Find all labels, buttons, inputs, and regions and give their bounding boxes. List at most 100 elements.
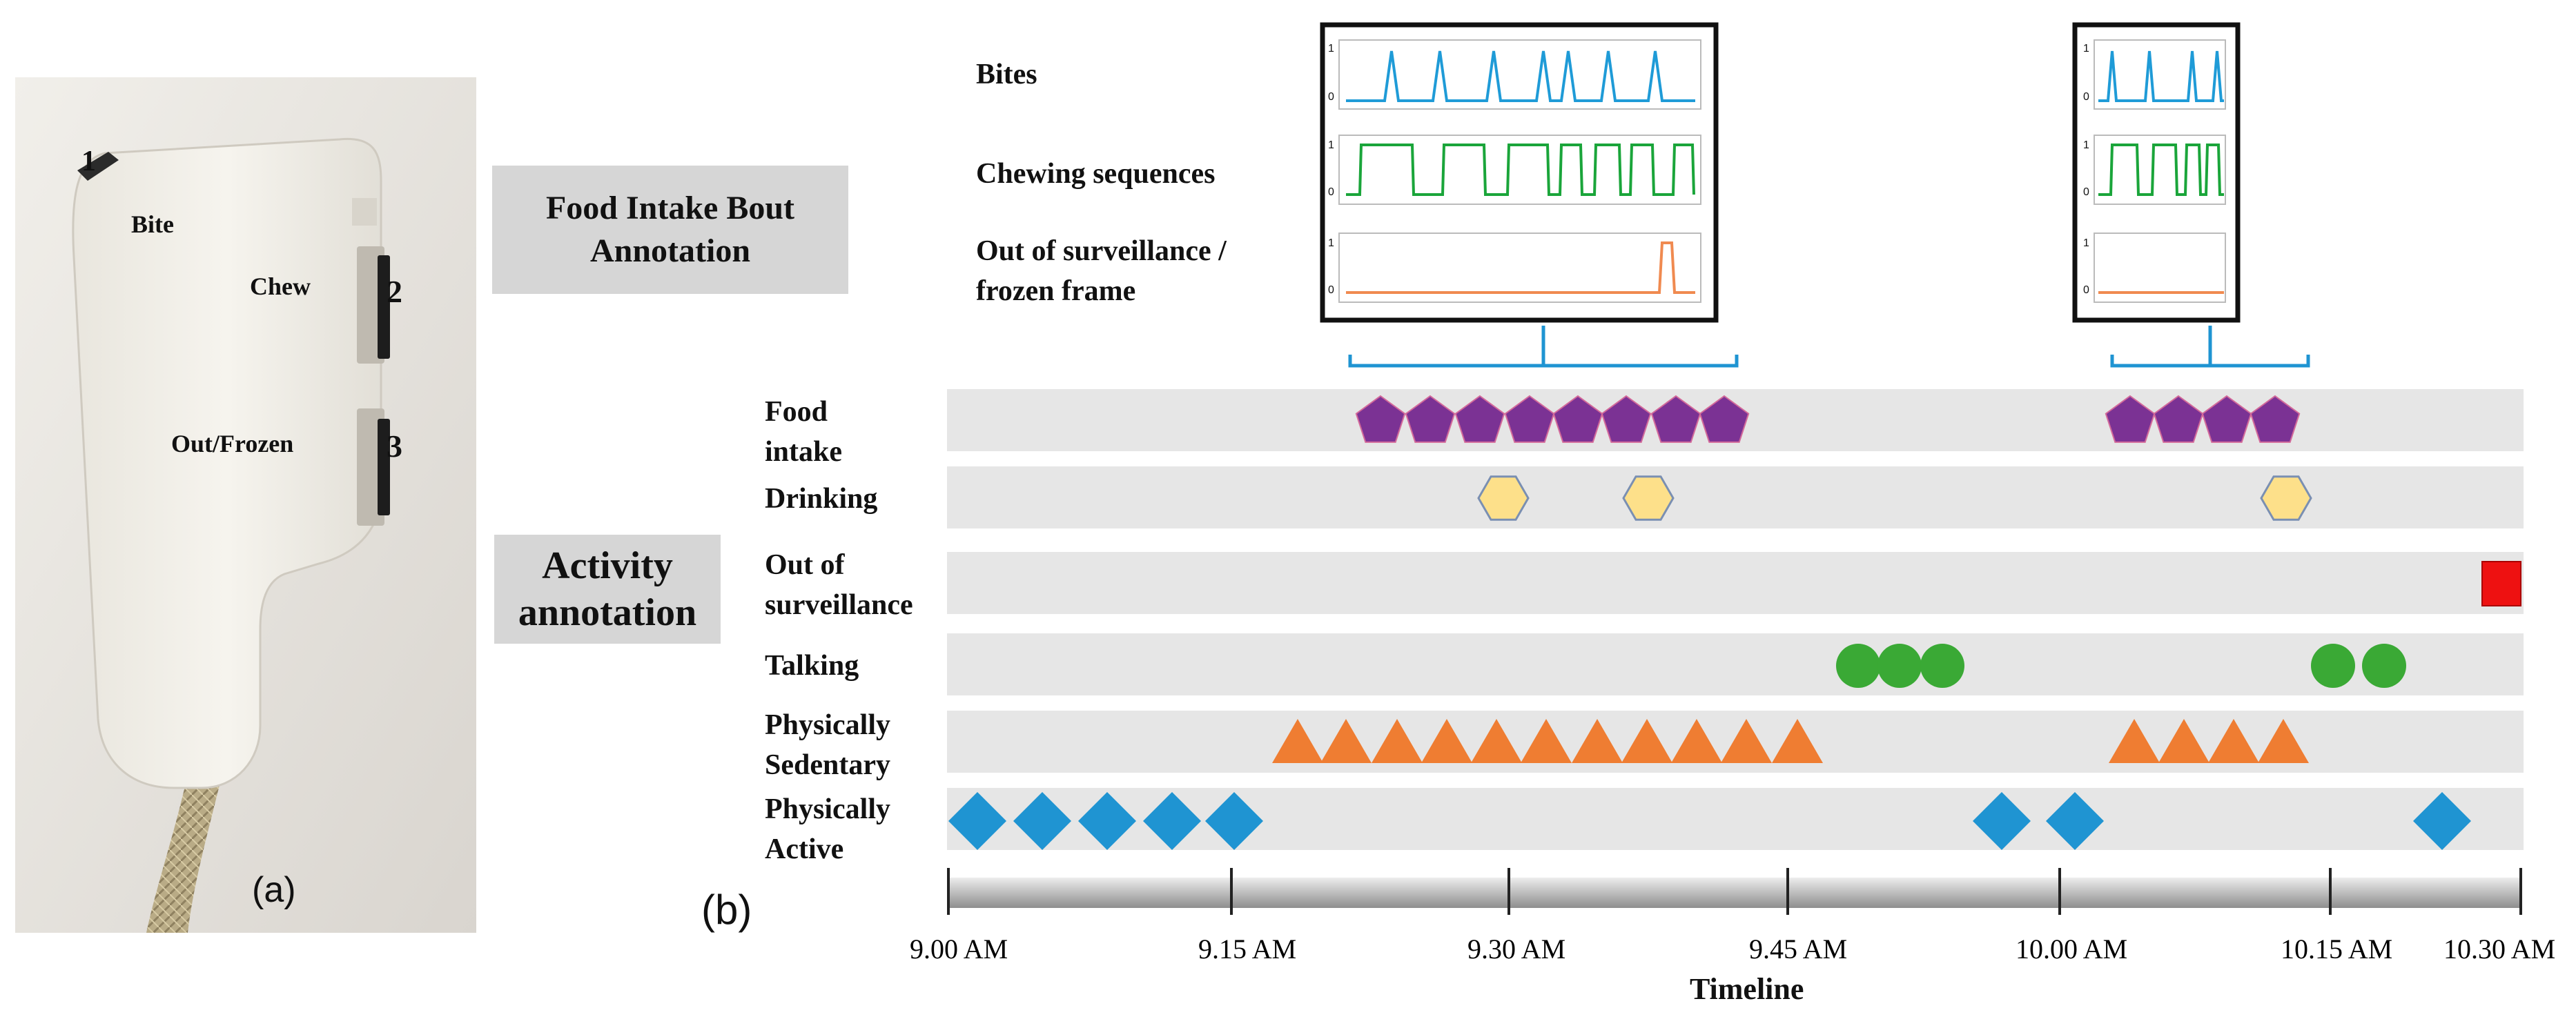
active-marker [2046, 792, 2104, 850]
device-photo: 1 Bite Chew 2 Out/Frozen 3 (a) [15, 77, 476, 933]
sedentary-marker [1621, 719, 1672, 763]
tick-label-0915: 9.15 AM [1198, 933, 1297, 965]
mini-axis-3-top: 1 [1328, 237, 1334, 249]
bracket-2 [2110, 326, 2310, 368]
out-frozen-button [378, 419, 390, 515]
timeline-axis-title: Timeline [1690, 972, 1804, 1006]
activity-markers [948, 395, 2521, 850]
activity-annotation-box: Activity annotation [494, 535, 721, 644]
sedentary-marker [1772, 719, 1823, 763]
chew-number: 2 [387, 274, 402, 309]
row-label-active-1: Physically [765, 793, 891, 825]
out-signal-1 [1346, 241, 1695, 294]
food-intake-bout-title: Food Intake Bout Annotation [545, 190, 795, 269]
cable [146, 774, 222, 933]
food-intake-marker [1552, 395, 1603, 443]
tick-label-1030: 10.30 AM [2443, 933, 2556, 965]
row-label-out-of-surveillance: Out of surveillance [765, 545, 913, 625]
bite-label: Bite [131, 210, 174, 238]
annotation-device-illustration [15, 77, 476, 933]
row-label-talking: Talking [765, 646, 859, 686]
talking-marker [1920, 644, 1964, 688]
out-frozen-label: Out/Frozen [171, 430, 294, 457]
mini-axis-6-top: 1 [2083, 237, 2089, 249]
row-label-active: Physically Active [765, 789, 890, 869]
panel-a-caption: (a) [252, 870, 296, 910]
row-label-sedentary-1: Physically [765, 709, 891, 741]
bites-signal-2 [2098, 50, 2224, 102]
chewing-signal-1 [1346, 144, 1695, 196]
row-bands [947, 389, 2524, 850]
inset-signal-box-1 [1320, 22, 1719, 323]
active-marker [948, 792, 1006, 850]
active-marker [2413, 792, 2471, 850]
food-intake-marker [2201, 395, 2252, 443]
mini-axis-5-bottom: 0 [2083, 186, 2089, 198]
sedentary-marker [1721, 719, 1772, 763]
timeline-ticks [947, 868, 2522, 915]
out-frozen-number: 3 [387, 428, 402, 464]
row-label-sedentary-2: Sedentary [765, 749, 890, 781]
activity-annotation-title: Activity annotation [518, 544, 697, 634]
tick-label-0900: 9.00 AM [910, 933, 1008, 965]
sedentary-marker [1572, 719, 1623, 763]
active-marker [1013, 792, 1071, 850]
bracket-1 [1348, 326, 1739, 368]
sedentary-marker [1521, 719, 1572, 763]
row-label-talking-1: Talking [765, 650, 859, 682]
row-label-food-intake: Food intake [765, 392, 842, 472]
sedentary-marker [1671, 719, 1722, 763]
signal-label-out-2: frozen frame [976, 275, 1136, 307]
active-marker [1205, 792, 1263, 850]
sedentary-marker [1421, 719, 1472, 763]
row-label-drinking-1: Drinking [765, 483, 878, 515]
food-intake-marker [1699, 395, 1750, 443]
food-intake-marker [1454, 395, 1505, 443]
active-marker [1078, 792, 1136, 850]
signal-label-chewing: Chewing sequences [976, 158, 1216, 190]
sedentary-marker [1272, 719, 1323, 763]
band-out [947, 552, 2524, 614]
food-intake-marker [1405, 395, 1456, 443]
band-talking [947, 633, 2524, 695]
mini-axis-3-bottom: 0 [1328, 284, 1334, 296]
mini-axis-2-top: 1 [1328, 139, 1334, 151]
signal-label-out-1: Out of surveillance / [976, 235, 1227, 267]
row-label-active-2: Active [765, 833, 844, 865]
row-label-food-1: Food [765, 396, 828, 428]
tick-label-0930: 9.30 AM [1467, 933, 1566, 965]
mini-axis-2-bottom: 0 [1328, 186, 1334, 198]
chew-label: Chew [250, 273, 311, 300]
mini-axis-4-top: 1 [2083, 43, 2089, 55]
food-intake-marker [1504, 395, 1555, 443]
mini-axis-1-top: 1 [1328, 43, 1334, 55]
food-intake-marker [1601, 395, 1652, 443]
sedentary-marker [1372, 719, 1423, 763]
bites-signal-1 [1346, 50, 1695, 102]
tick-label-1000: 10.00 AM [2016, 933, 2128, 965]
bite-number: 1 [81, 146, 96, 177]
drinking-marker [1622, 475, 1675, 521]
sedentary-marker [2109, 719, 2160, 763]
talking-marker [2362, 644, 2406, 688]
food-intake-marker [1355, 395, 1406, 443]
row-label-out-2: surveillance [765, 589, 913, 621]
mini-axis-6-bottom: 0 [2083, 284, 2089, 296]
row-label-drinking: Drinking [765, 479, 877, 519]
sedentary-marker [1320, 719, 1372, 763]
talking-marker [2311, 644, 2355, 688]
active-marker [1143, 792, 1201, 850]
bite-button [77, 152, 119, 181]
talking-marker [1877, 644, 1922, 688]
drinking-marker [2260, 475, 2312, 521]
tick-label-0945: 9.45 AM [1749, 933, 1848, 965]
drinking-marker [1477, 475, 1530, 521]
food-intake-bout-box: Food Intake Bout Annotation [492, 166, 848, 294]
timeline-bar [948, 878, 2522, 908]
sedentary-marker [2158, 719, 2209, 763]
mini-axis-5-top: 1 [2083, 139, 2089, 151]
inset-signal-box-2 [2072, 22, 2241, 323]
food-intake-marker [2250, 395, 2301, 443]
row-label-sedentary: Physically Sedentary [765, 705, 890, 785]
